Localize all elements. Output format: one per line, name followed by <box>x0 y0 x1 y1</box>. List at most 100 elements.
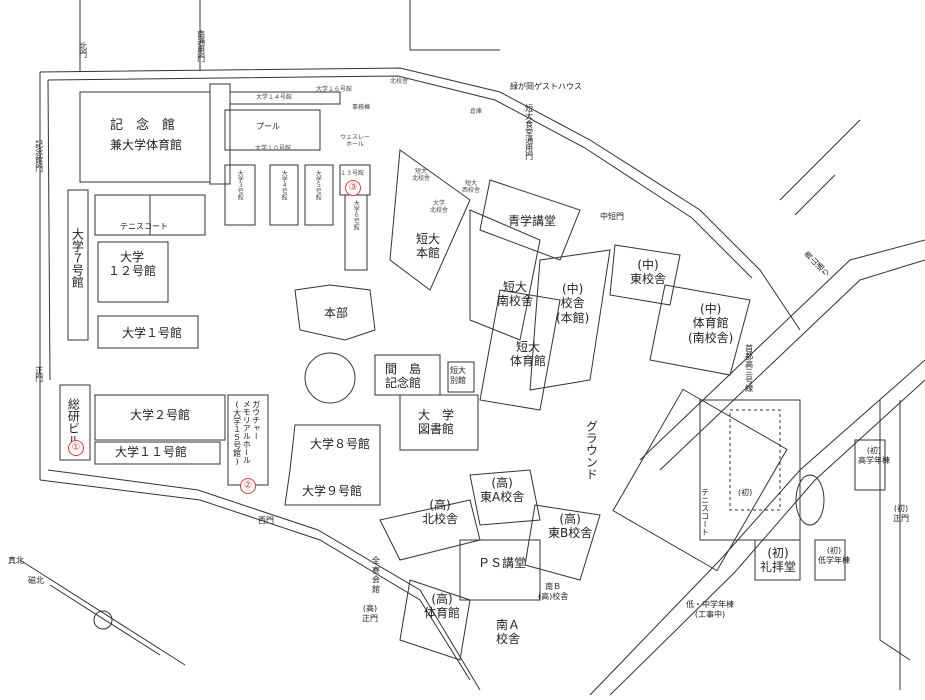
label-daigaku9: 大学９号館 <box>302 484 363 498</box>
label-daigaku13: １３号館 <box>340 170 365 177</box>
label-sho-seimon: (初) 正門 <box>893 504 909 523</box>
label-seigaku-kodo: 青学講堂 <box>508 214 557 228</box>
road-west-inner <box>47 79 51 381</box>
label-tandai-bekkan: 短大 別館 <box>450 366 466 385</box>
label-daigaku14: 大学１４号館 <box>256 94 293 101</box>
label-minor-c: 事務棟 <box>352 104 371 111</box>
marker-2: ② <box>240 478 256 494</box>
label-north-jihoku: 磁北 <box>28 576 44 585</box>
road-north-inner <box>47 75 753 279</box>
label-daigaku2: 大学２号館 <box>130 408 191 422</box>
bldg-daigaku11 <box>94 441 221 465</box>
bldg-honbu <box>294 284 376 341</box>
bldg-pool <box>224 109 321 151</box>
label-tandai-nankousha: 短大 南校舎 <box>497 280 534 309</box>
label-chu-taiikukan: (中) 体育館 (南校舎) <box>688 302 734 345</box>
bldg-kou-higashi-a <box>469 469 541 526</box>
label-tandai-shokudo-mon: 短大食堂通用門 <box>524 104 534 160</box>
label-daigaku1: 大学１号館 <box>122 326 183 340</box>
bldg-soken <box>59 384 91 461</box>
compass <box>19 559 186 666</box>
bldg-kou-higashi-b <box>524 504 601 581</box>
bldg-daigaku2 <box>94 394 226 441</box>
bldg-daigaku1 <box>97 315 199 349</box>
label-sho-3: (初) 低学年棟 <box>818 546 850 565</box>
label-nishimon: 西門 <box>258 516 274 525</box>
label-zenrin-kaikan: 全 寮 会 館 <box>372 556 380 594</box>
label-kou-seimon: (高) 正門 <box>362 604 378 623</box>
bldg-daigaku7 <box>67 189 89 341</box>
label-kou-kita-kousha: (高) 北校舎 <box>422 498 459 527</box>
label-guesthouse: 緑が岡ゲストハウス <box>510 82 582 91</box>
label-mashima-kinenkan: 間 島 記念館 <box>385 362 422 391</box>
label-tandai-honkan: 短大 本館 <box>416 232 441 261</box>
label-daigaku8: 大学８号館 <box>310 437 371 451</box>
bldg-chu-kousha <box>529 249 611 391</box>
label-minami-kitamon: 南通用門 <box>196 30 206 62</box>
bldg-tandai-taiikukan <box>479 289 561 411</box>
label-north-shinboku: 真北 <box>8 556 24 565</box>
bldg-kinenkan <box>79 91 211 183</box>
label-daigaku3: 大学３号館 <box>236 170 244 200</box>
bldg-daigaku12 <box>97 241 169 303</box>
label-minor-g: 大学 北校舎 <box>430 200 449 215</box>
label-tei-chugaku-tou: 低・中学年棟 (工事中) <box>686 600 734 619</box>
label-chu-kousha-honkan: (中) 校舎 (本館) <box>556 282 590 325</box>
label-chutomon: 中短門 <box>600 212 624 221</box>
label-kitamon: 北門 <box>78 42 88 58</box>
label-tandai-taiikukan: 短大 体育館 <box>510 340 547 369</box>
label-minor-f: 短大 西校舎 <box>462 180 481 195</box>
sho-area <box>699 399 801 541</box>
label-wesley-hall: ウェスレー ホール <box>340 134 371 149</box>
label-minor-a: 大学１６号館 <box>316 86 353 93</box>
label-honbu: 本部 <box>324 306 349 320</box>
label-daigaku12: 大学 １２号館 <box>108 250 157 279</box>
bldg-seigaku-kodo <box>479 179 581 261</box>
bldg-tandai-honkan <box>389 149 471 291</box>
bldg-daigaku8 <box>284 424 381 506</box>
road-south <box>39 479 471 681</box>
label-seimon: 正門 <box>34 366 44 382</box>
label-ground: グラウンド <box>584 420 599 480</box>
road-east-b <box>659 259 925 471</box>
road-east-highway2 <box>609 379 925 696</box>
road-far-right <box>879 400 911 661</box>
label-soken-building: 総研ビル <box>66 398 81 446</box>
road-south-inner <box>47 469 481 691</box>
road-diag-ne <box>779 119 861 201</box>
label-daigaku6: 大学６号館 <box>352 200 360 230</box>
ground <box>612 388 788 572</box>
label-daigaku11: 大学１１号館 <box>115 445 188 459</box>
bldg-chu-higashi <box>609 244 681 306</box>
label-kendai-taiikukan: 兼大学体育館 <box>110 138 183 152</box>
road-top-right <box>409 0 500 51</box>
bldg-sho-reihaido <box>754 539 801 581</box>
label-pool: プール <box>256 122 280 131</box>
marker-3: ③ <box>345 180 361 196</box>
label-daigaku-toshokan: 大 学 図書館 <box>418 408 455 437</box>
bldg-chu-taiikukan <box>649 284 751 376</box>
label-minor-e: 短大 北校舎 <box>412 168 431 183</box>
label-tennis-court2: テニスコート <box>700 488 710 536</box>
road-north <box>39 67 801 331</box>
label-kinenkan-mon: 記念館門 <box>34 140 44 172</box>
label-minami-b: 南Ｂ (高)校舎 <box>538 582 569 601</box>
label-sho-1: (初) <box>738 488 753 497</box>
label-minor-b: 北校舎 <box>390 78 409 85</box>
label-daigaku4: 大学４号館 <box>280 170 288 200</box>
bldg-toshokan <box>399 394 479 451</box>
label-kou-higashi-b: (高) 東B校舎 <box>548 512 593 541</box>
label-sho-reihaido: (初) 礼拝堂 <box>760 546 797 575</box>
label-kou-higashi-a: (高) 東A校舎 <box>480 476 525 505</box>
label-daigaku5: 大学５号館 <box>314 170 322 200</box>
marker-1: ① <box>68 440 84 456</box>
label-daigaku7: 大学７号館 <box>70 228 85 288</box>
label-kinen-kan: 記 念 館 <box>110 118 176 133</box>
road-east-a <box>639 239 925 461</box>
label-minor-d: 倉庫 <box>470 108 483 115</box>
label-daigaku10: 大学１０号館 <box>255 145 292 152</box>
label-road-route: 首都高三号線 <box>744 344 754 392</box>
label-memorial-hall: ガウチャー メモリアルホール (大学１５号館) <box>232 400 261 466</box>
